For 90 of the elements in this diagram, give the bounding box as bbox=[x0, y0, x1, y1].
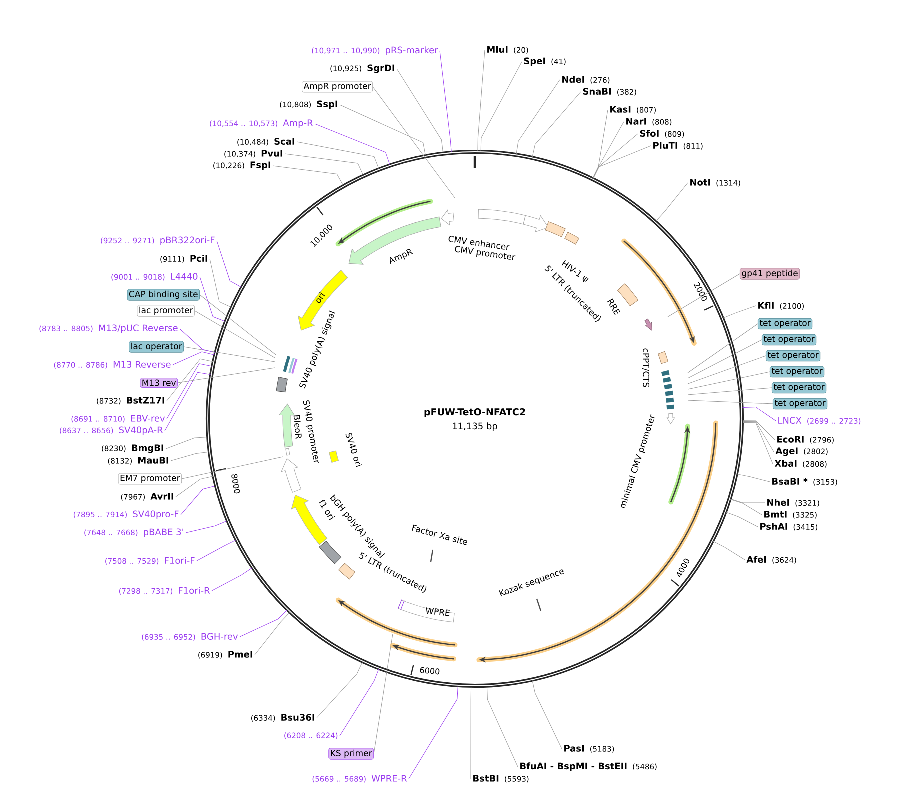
leader-line bbox=[196, 540, 236, 562]
feature-label-box: M13 rev bbox=[140, 378, 178, 388]
leader-line bbox=[408, 686, 458, 780]
leader-line bbox=[668, 274, 740, 318]
leader-line bbox=[480, 62, 522, 152]
leader-line bbox=[593, 146, 652, 179]
leader-line bbox=[372, 86, 456, 198]
leader-line bbox=[688, 340, 762, 379]
leader-line bbox=[184, 346, 276, 362]
leader-line bbox=[316, 662, 363, 718]
leader-line bbox=[178, 368, 276, 384]
leader-line bbox=[688, 388, 772, 396]
leader-line bbox=[656, 182, 688, 222]
position-number: 6000 bbox=[420, 667, 440, 675]
feature-label-box: lac promoter bbox=[137, 305, 195, 317]
leader-line bbox=[592, 122, 624, 179]
leader-line bbox=[194, 310, 276, 358]
feature-label-box: CAP binding site bbox=[127, 289, 200, 301]
leader-line bbox=[340, 668, 380, 736]
leader-line bbox=[374, 634, 394, 754]
leader-line bbox=[166, 358, 214, 402]
feature-label-box: AmpR promoter bbox=[302, 81, 373, 93]
leader-line bbox=[742, 406, 776, 422]
leader-line bbox=[713, 541, 746, 560]
leader-line bbox=[200, 276, 226, 322]
leader-line bbox=[166, 436, 208, 450]
feature-label: ori bbox=[316, 292, 326, 304]
feature-label-box: EM7 promoter bbox=[118, 473, 182, 485]
leader-line bbox=[200, 294, 276, 356]
leader-line bbox=[216, 240, 242, 288]
leader-line bbox=[478, 50, 486, 152]
feature-label: Factor Xa site bbox=[412, 524, 468, 546]
leader-line bbox=[284, 154, 364, 176]
leader-line bbox=[240, 610, 288, 638]
leader-line bbox=[688, 356, 766, 384]
leader-line bbox=[210, 258, 232, 308]
leader-line bbox=[396, 68, 444, 154]
leader-line bbox=[172, 352, 215, 366]
plasmid-length: 11,135 bp bbox=[453, 422, 498, 432]
leader-line bbox=[296, 142, 380, 170]
leader-line bbox=[180, 328, 216, 354]
leader-line bbox=[723, 306, 756, 318]
feature-label: WPRE bbox=[426, 608, 450, 616]
leader-line bbox=[180, 486, 216, 516]
leader-line bbox=[593, 134, 638, 179]
leader-line bbox=[186, 520, 228, 534]
feature-label: SV40 ori bbox=[346, 433, 362, 468]
position-number: 8000 bbox=[232, 474, 240, 494]
leader-line bbox=[176, 476, 214, 498]
leader-line bbox=[516, 80, 560, 154]
feature-label-box: tet operator bbox=[773, 398, 828, 410]
feature-label-box: tet operator bbox=[762, 334, 817, 346]
leader-line bbox=[726, 512, 758, 528]
feature-label: SV40 promoter bbox=[303, 400, 319, 464]
leader-line bbox=[742, 420, 776, 440]
feature-label-box: tet operator bbox=[770, 366, 825, 378]
leader-line bbox=[440, 50, 452, 152]
feature-label-box: tet operator bbox=[772, 382, 827, 394]
leader-line bbox=[254, 612, 290, 656]
leader-line bbox=[164, 372, 211, 432]
leader-line bbox=[182, 456, 284, 480]
leader-line bbox=[742, 422, 774, 464]
leader-line bbox=[470, 686, 472, 780]
leader-line bbox=[742, 422, 774, 452]
leader-line bbox=[730, 499, 762, 516]
leader-line bbox=[688, 400, 774, 404]
feature-label-box: gp41 peptide bbox=[740, 268, 800, 280]
feature-label-box: lac operator bbox=[129, 341, 184, 353]
leader-line bbox=[532, 680, 562, 750]
feature-label: cPPT/CTS bbox=[642, 348, 650, 388]
leader-line bbox=[486, 686, 518, 768]
leader-line bbox=[688, 372, 770, 390]
leader-line bbox=[592, 110, 608, 179]
position-number: 2000 bbox=[694, 282, 708, 302]
feature-label-box: tet operator bbox=[758, 318, 813, 330]
leader-line bbox=[340, 104, 426, 156]
leader-line bbox=[730, 498, 766, 504]
leader-line bbox=[166, 364, 212, 420]
leader-line bbox=[272, 166, 344, 186]
leader-line bbox=[736, 474, 770, 482]
position-number: 4000 bbox=[677, 558, 690, 578]
feature-label-box: tet operator bbox=[766, 350, 821, 362]
feature-label-box: KS primer bbox=[328, 748, 374, 760]
plasmid-name: pFUW-TetO-NFATC2 bbox=[424, 408, 526, 418]
feature-label: BleoR bbox=[294, 415, 302, 440]
leader-line bbox=[212, 568, 253, 592]
leader-line bbox=[532, 92, 582, 158]
leader-line bbox=[170, 452, 210, 462]
leader-line bbox=[688, 324, 758, 374]
leader-line bbox=[314, 124, 390, 166]
